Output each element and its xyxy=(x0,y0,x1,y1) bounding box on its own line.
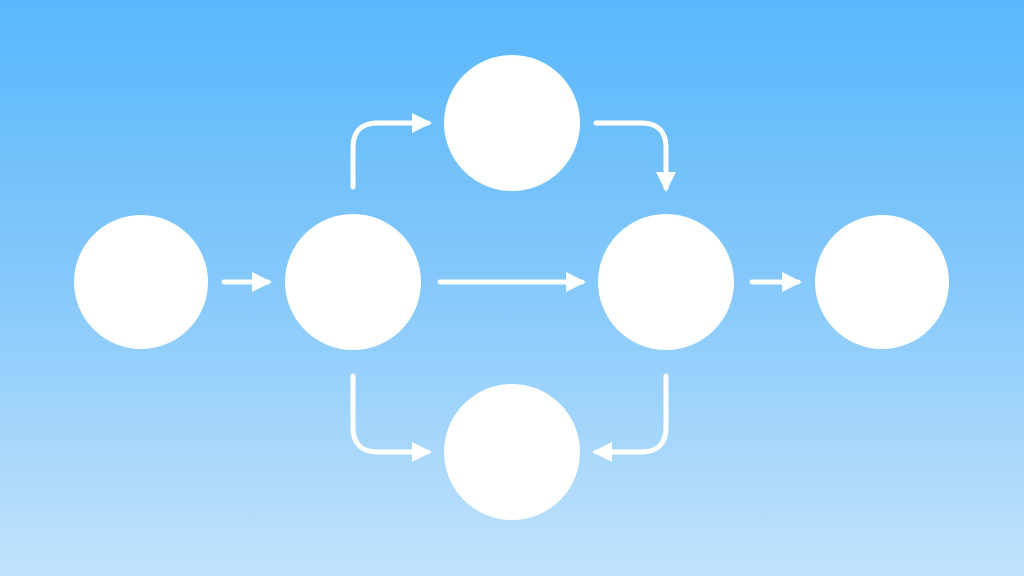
node-end xyxy=(815,215,949,349)
edge-split-lower xyxy=(350,373,432,462)
edge-merge-lower xyxy=(592,373,669,462)
node-start xyxy=(74,215,208,349)
node-merge xyxy=(598,214,734,350)
node-split xyxy=(285,214,421,350)
node-upper xyxy=(444,55,580,191)
edge-upper-merge xyxy=(593,120,676,192)
node-lower xyxy=(444,384,580,520)
edge-split-upper xyxy=(350,113,432,190)
